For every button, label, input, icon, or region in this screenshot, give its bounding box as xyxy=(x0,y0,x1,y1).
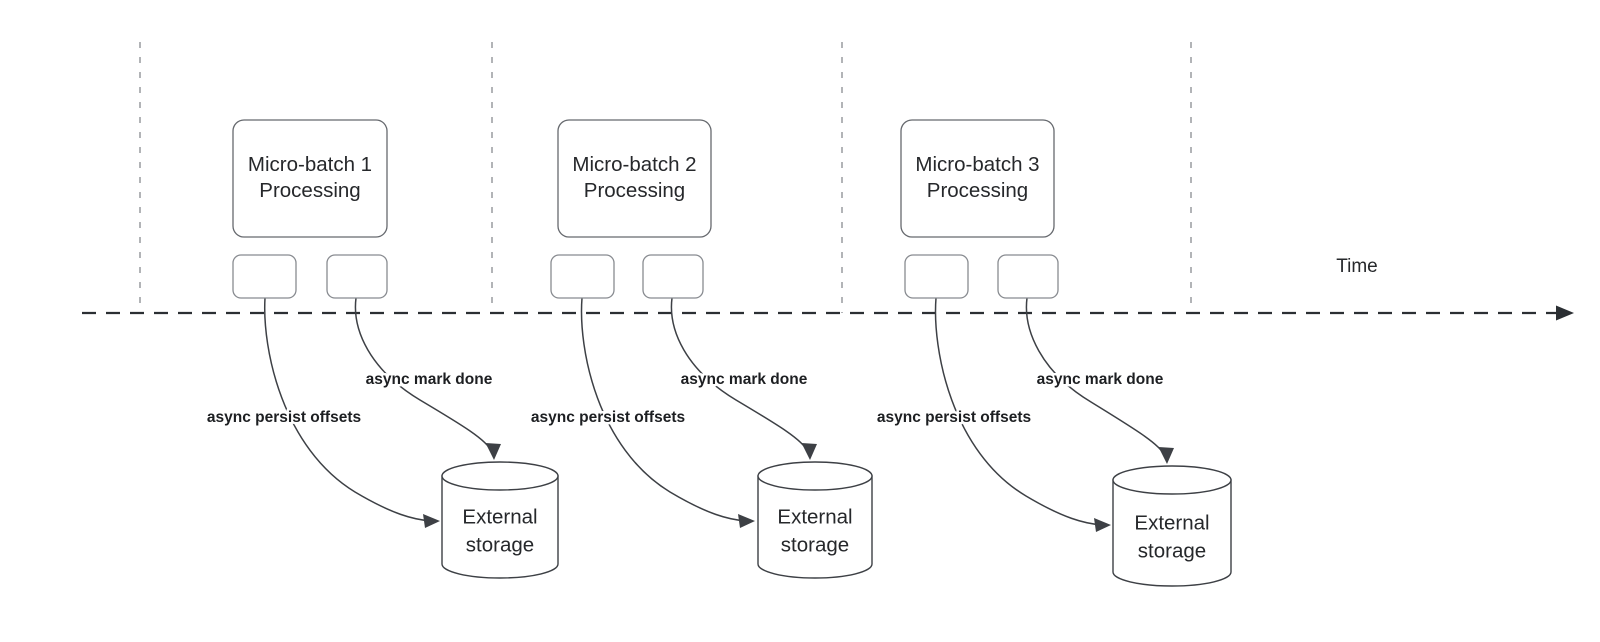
group-1-mini-box-mark[interactable] xyxy=(326,254,388,299)
group-1-storage-label-line2: storage xyxy=(466,533,534,556)
group-2-storage-label-line2: storage xyxy=(781,533,849,556)
group-2-mini-box-mark[interactable] xyxy=(642,254,704,299)
group-2-async-persist-offsets-arrowhead-icon xyxy=(738,514,755,528)
flow-edges-layer xyxy=(263,297,1174,532)
group-3-batch-box-label-line1: Micro-batch 3 xyxy=(915,153,1039,176)
group-2-async-mark-done-arrowhead-icon xyxy=(801,443,817,460)
group-1-async-persist-offsets-label: async persist offsets xyxy=(207,409,361,426)
group-1-async-mark-done-label: async mark done xyxy=(366,371,493,388)
group-1-batch-box[interactable] xyxy=(232,119,388,238)
group-2-batch-box-label-line1: Micro-batch 2 xyxy=(572,153,696,176)
group-3-async-persist-offsets-curve xyxy=(934,297,1104,526)
group-1-async-persist-offsets-curve xyxy=(263,297,433,522)
group-2-async-persist-offsets-label: async persist offsets xyxy=(531,409,685,426)
group-1-async-persist-offsets-arrowhead-icon xyxy=(423,514,440,528)
group-1-batch-box-label-line2: Processing xyxy=(259,179,360,202)
group-3-storage-label-line2: storage xyxy=(1138,539,1206,562)
group-1-batch-box-label-line1: Micro-batch 1 xyxy=(248,153,372,176)
group-3-storage-cylinder-top xyxy=(1112,465,1232,495)
group-3-async-mark-done-arrowhead-icon xyxy=(1158,447,1174,464)
group-1-storage-cylinder-body[interactable] xyxy=(441,475,559,579)
group-3-mini-box-persist[interactable] xyxy=(904,254,969,299)
timeline-separators xyxy=(139,42,1192,313)
group-3-async-persist-offsets-label: async persist offsets xyxy=(877,409,1031,426)
group-1-storage-label-line1: External xyxy=(462,505,537,528)
timeline-axis xyxy=(82,305,1574,321)
group-3-async-mark-done-curve xyxy=(1025,297,1166,457)
edge-labels-layer: async persist offsets async mark done asyn… xyxy=(204,369,1166,429)
timeline-arrowhead-icon xyxy=(1556,305,1574,321)
group-1-storage-cylinder-top xyxy=(441,461,559,491)
group-3-storage-label-line1: External xyxy=(1134,511,1209,534)
group-2-batch-box-label-line2: Processing xyxy=(584,179,685,202)
group-2-storage-cylinder-top xyxy=(757,461,873,491)
group-3-mini-box-mark[interactable] xyxy=(997,254,1059,299)
group-2-async-mark-done-label: async mark done xyxy=(681,371,808,388)
group-2-storage-cylinder-body[interactable] xyxy=(757,475,873,579)
group-1-async-mark-done-curve xyxy=(354,297,493,453)
group-1-mini-box-persist[interactable] xyxy=(232,254,297,299)
group-3-async-persist-offsets-arrowhead-icon xyxy=(1094,518,1111,532)
group-2-mini-box-persist[interactable] xyxy=(550,254,615,299)
group-2-async-mark-done-curve xyxy=(670,297,809,453)
time-axis-label-layer: Time xyxy=(1336,256,1378,277)
group-1-async-mark-done-arrowhead-icon xyxy=(485,443,501,460)
group-3-batch-box-label-line2: Processing xyxy=(927,179,1028,202)
group-3-batch-box[interactable] xyxy=(900,119,1055,238)
time-axis-label: Time xyxy=(1336,256,1378,277)
group-2-batch-box[interactable] xyxy=(557,119,712,238)
group-3-storage-cylinder-body[interactable] xyxy=(1112,479,1232,587)
group-3-async-mark-done-label: async mark done xyxy=(1037,371,1164,388)
group-2-storage-label-line1: External xyxy=(777,505,852,528)
group-2-async-persist-offsets-curve xyxy=(580,297,748,522)
